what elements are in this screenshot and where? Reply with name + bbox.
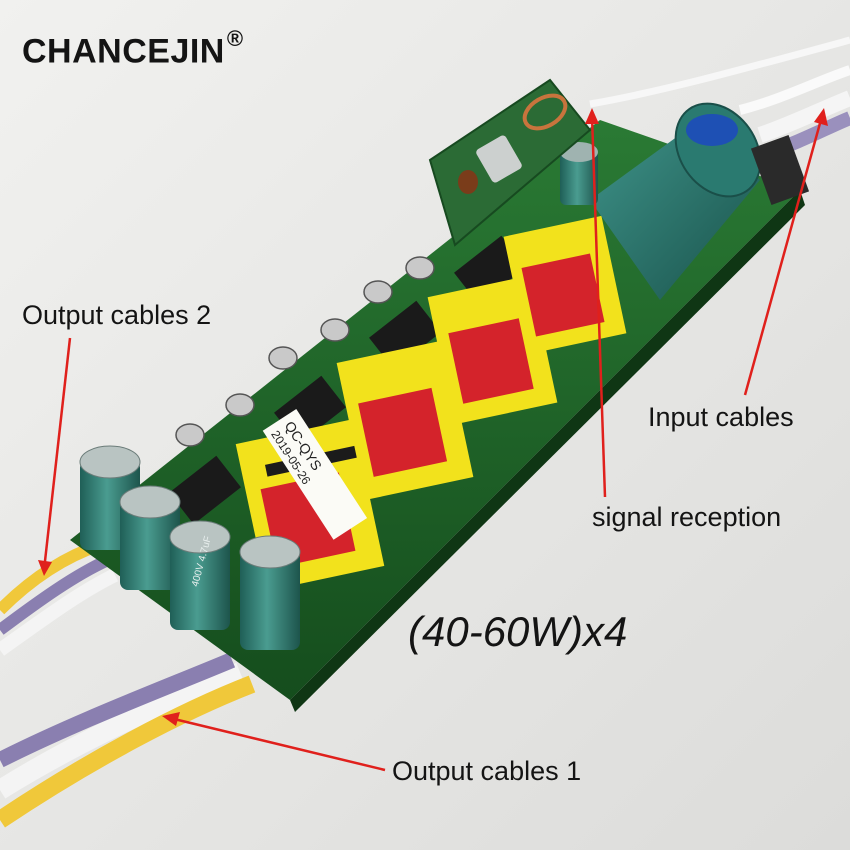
bulk-capacitor	[590, 102, 762, 300]
input-fuse-block	[750, 134, 810, 206]
arrow-signal-reception	[585, 108, 607, 498]
brand-logo: CHANCEJIN®	[22, 26, 244, 71]
transformer-2	[336, 340, 474, 500]
signal-reception-module	[428, 78, 592, 247]
registered-mark: ®	[226, 26, 244, 51]
output-capacitors	[79, 445, 301, 650]
label-input-cables: Input cables	[648, 402, 794, 432]
small-capacitors	[175, 256, 435, 447]
arrow-input-cables	[743, 108, 828, 396]
arrow-output-cables-2	[38, 337, 72, 576]
label-output-cables-1: Output cables 1	[392, 756, 582, 786]
output-cables-1	[0, 652, 256, 828]
annotation-arrows	[38, 108, 828, 772]
label-output-cables-2: Output cables 2	[22, 300, 212, 330]
arrow-output-cables-1	[162, 712, 386, 772]
label-power-rating: (40-60W)x4	[408, 608, 628, 655]
brand-name: CHANCEJIN	[22, 32, 225, 71]
label-signal-reception: signal reception	[592, 502, 782, 532]
